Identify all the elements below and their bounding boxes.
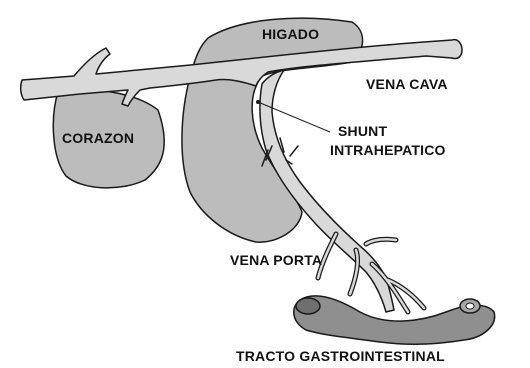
gi-tract-left-opening [296,298,320,314]
vena-cava-label: VENA CAVA [366,76,448,93]
gi-tract-right-lumen [466,303,474,309]
liver-label: HIGADO [262,26,319,43]
shunt-pointer-dot [256,100,260,104]
shunt-label-line2: INTRAHEPATICO [330,142,446,159]
heart-label: CORAZON [62,130,134,147]
portal-vein-label: VENA PORTA [230,252,322,269]
shunt-label-line1: SHUNT [338,123,387,140]
gi-tract-label: TRACTO GASTROINTESTINAL [236,348,445,365]
